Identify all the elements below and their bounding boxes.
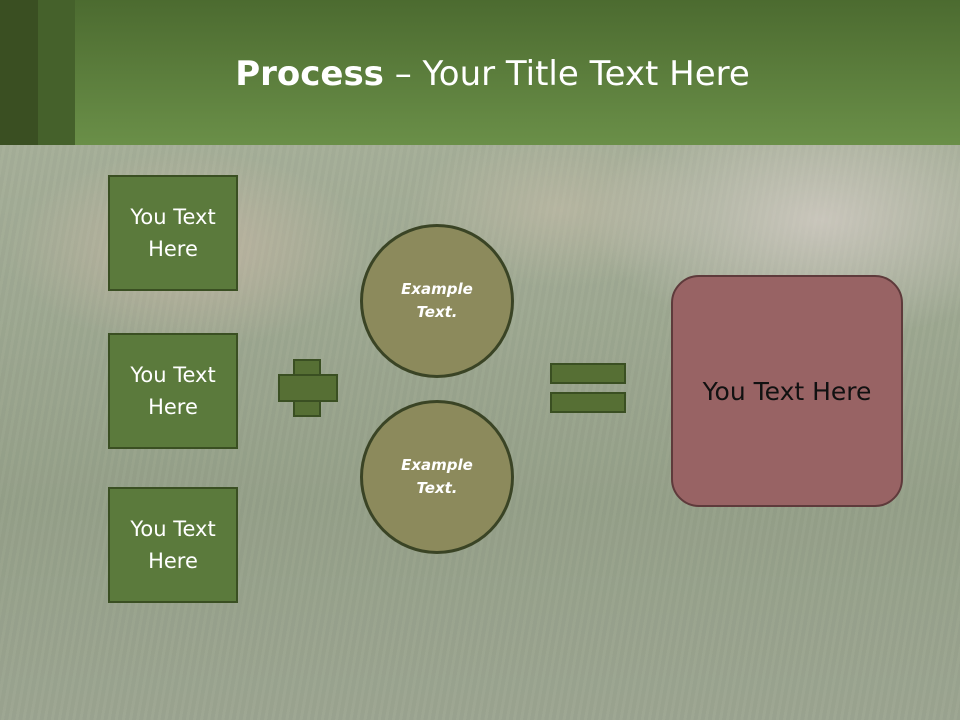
example-circle-2-label: Example Text. — [401, 456, 473, 497]
input-box-3: You Text Here — [108, 487, 238, 603]
header-band: Process – Your Title Text Here — [0, 0, 960, 145]
header-accent-dark — [0, 0, 38, 145]
input-box-3-label: You Text Here — [130, 517, 216, 573]
title-bold: Process — [235, 54, 384, 94]
input-box-1: You Text Here — [108, 175, 238, 291]
header-accent — [38, 0, 75, 145]
equals-icon-top-bar — [550, 363, 626, 384]
equals-icon-bottom-bar — [550, 392, 626, 413]
example-circle-1-label: Example Text. — [401, 280, 473, 321]
result-box-label: You Text Here — [702, 376, 872, 406]
input-box-1-label: You Text Here — [130, 205, 216, 261]
input-box-2-label: You Text Here — [130, 363, 216, 419]
slide-title: Process – Your Title Text Here — [0, 52, 960, 96]
example-circle-2: Example Text. — [360, 400, 514, 554]
plus-icon-center — [295, 376, 319, 400]
example-circle-1: Example Text. — [360, 224, 514, 378]
title-rest: – Your Title Text Here — [383, 54, 750, 94]
input-box-2: You Text Here — [108, 333, 238, 449]
result-box: You Text Here — [671, 275, 903, 507]
